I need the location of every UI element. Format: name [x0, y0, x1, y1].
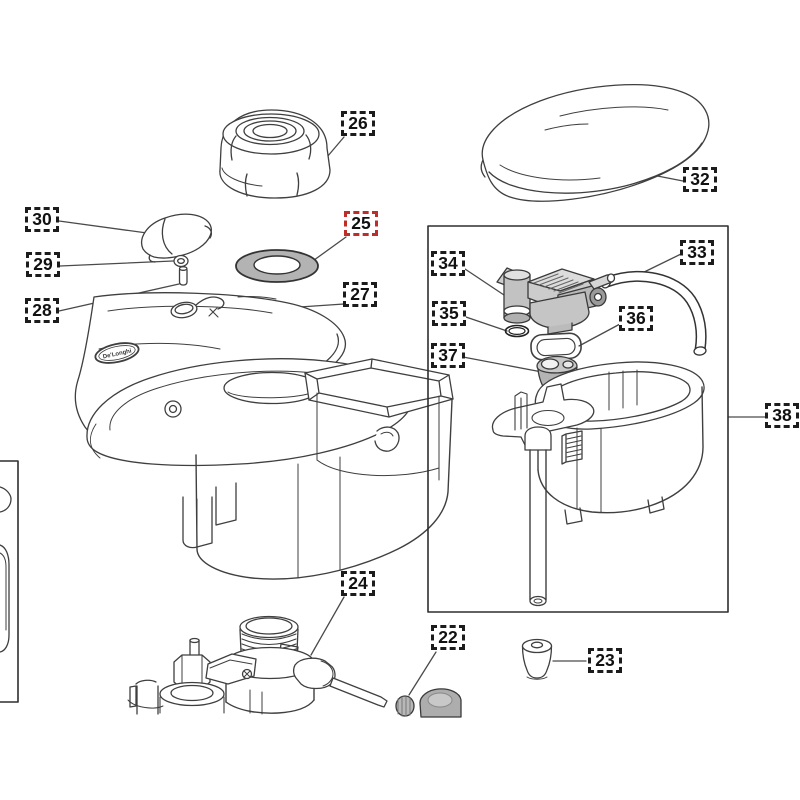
pin-part-28: [178, 266, 188, 286]
part-label-23[interactable]: 23: [588, 648, 622, 673]
tube-part-33: [600, 270, 707, 356]
part-label-34[interactable]: 34: [431, 251, 465, 276]
handle-part-30: [141, 213, 212, 263]
leader-line-29: [59, 260, 174, 267]
part-label-37[interactable]: 37: [431, 343, 465, 368]
oring-part-35: [504, 324, 530, 338]
subassembly-contents: [491, 267, 707, 607]
leader-line-34: [461, 266, 505, 296]
rubber-cap-23: [521, 638, 553, 680]
part-label-26[interactable]: 26: [341, 111, 375, 136]
leader-line-25: [309, 236, 347, 264]
part-label-24[interactable]: 24: [341, 571, 375, 596]
gasket-part-25: [235, 249, 319, 283]
nut-part-29: [173, 254, 189, 268]
valve-part-34: [496, 267, 616, 335]
part-label-33[interactable]: 33: [680, 240, 714, 265]
leader-line-37: [462, 356, 543, 373]
lid-part-32: [480, 83, 710, 202]
leader-line-30: [58, 220, 148, 234]
delonghi-logo: De'Longhi: [94, 342, 140, 364]
part-label-30[interactable]: 30: [25, 207, 59, 232]
part-label-38[interactable]: 38: [765, 403, 799, 428]
grommet-part-22: [395, 688, 462, 718]
part-label-36[interactable]: 36: [619, 306, 653, 331]
leader-line-22: [408, 651, 437, 696]
subassembly-box-38: [427, 225, 729, 613]
part-label-22[interactable]: 22: [431, 625, 465, 650]
part-label-27[interactable]: 27: [343, 282, 377, 307]
cutoff-box-edge: [0, 460, 19, 703]
inner-tank: [491, 361, 705, 607]
clamp-detail: [170, 296, 225, 319]
leader-line-24: [310, 596, 345, 656]
main-tank: [86, 358, 454, 580]
brand-logo-text: De'Longhi: [102, 348, 132, 360]
part-label-32[interactable]: 32: [683, 167, 717, 192]
leader-line-35: [462, 315, 508, 332]
part-label-35[interactable]: 35: [432, 301, 466, 326]
leader-line-36: [578, 323, 621, 347]
part-label-25-selected[interactable]: 25: [344, 211, 378, 236]
part-label-29[interactable]: 29: [26, 252, 60, 277]
valve-assembly-24: [127, 615, 388, 715]
part-label-28[interactable]: 28: [25, 298, 59, 323]
cap-part-26: [219, 109, 331, 199]
